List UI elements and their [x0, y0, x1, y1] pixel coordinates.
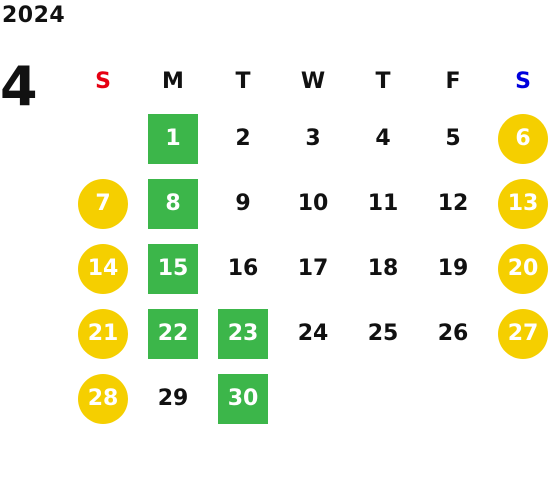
day-number: 16 — [227, 256, 259, 281]
weekend-circle-marker: 7 — [78, 178, 128, 229]
month-number: 4 — [0, 55, 38, 118]
weekday-header-normal: W — [300, 68, 326, 94]
day-cell: 17 — [278, 236, 348, 301]
day-number: 9 — [235, 191, 251, 216]
day-number: 24 — [297, 321, 329, 346]
day-cell: 14 — [68, 236, 138, 301]
day-cell: 25 — [348, 301, 418, 366]
day-cell: 11 — [348, 171, 418, 236]
day-cell: 5 — [418, 106, 488, 171]
green-square-marker: 1 — [148, 113, 198, 164]
day-cell: 24 — [278, 301, 348, 366]
day-cell: 7 — [68, 171, 138, 236]
day-cell: 4 — [348, 106, 418, 171]
day-cell: 12 — [418, 171, 488, 236]
weekday-header-sunday: S — [95, 68, 111, 94]
weekend-circle-marker: 28 — [78, 373, 128, 424]
day-cell: 18 — [348, 236, 418, 301]
day-cell: 27 — [488, 301, 548, 366]
day-cell: 13 — [488, 171, 548, 236]
day-cell: 16 — [208, 236, 278, 301]
day-cell: 3 — [278, 106, 348, 171]
day-number: 25 — [367, 321, 399, 346]
day-number: 2 — [235, 126, 251, 151]
weekend-circle-marker: 21 — [78, 308, 128, 359]
day-cell: 8 — [138, 171, 208, 236]
day-cell: 9 — [208, 171, 278, 236]
weekday-header-saturday: S — [515, 68, 531, 94]
empty-day-cell — [418, 366, 488, 431]
green-square-marker: 30 — [218, 373, 268, 424]
empty-day-cell — [488, 366, 548, 431]
day-cell: 19 — [418, 236, 488, 301]
day-number: 4 — [375, 126, 391, 151]
day-number: 19 — [437, 256, 469, 281]
empty-day-cell — [348, 366, 418, 431]
green-square-marker: 8 — [148, 178, 198, 229]
weekend-circle-marker: 14 — [78, 243, 128, 294]
day-number: 3 — [305, 126, 321, 151]
weekday-header-normal: T — [375, 68, 391, 94]
green-square-marker: 22 — [148, 308, 198, 359]
day-number: 18 — [367, 256, 399, 281]
day-number: 26 — [437, 321, 469, 346]
weekday-header-normal: T — [235, 68, 251, 94]
day-cell: 1 — [138, 106, 208, 171]
day-number: 11 — [367, 191, 399, 216]
day-cell: 23 — [208, 301, 278, 366]
day-number: 29 — [157, 386, 189, 411]
day-cell: 26 — [418, 301, 488, 366]
day-cell: 30 — [208, 366, 278, 431]
day-cell: 21 — [68, 301, 138, 366]
empty-day-cell — [278, 366, 348, 431]
year-label: 2024 — [2, 3, 66, 28]
day-cell: 2 — [208, 106, 278, 171]
weekend-circle-marker: 20 — [498, 243, 548, 294]
day-number: 12 — [437, 191, 469, 216]
weekday-header-normal: M — [162, 68, 184, 94]
day-cell: 10 — [278, 171, 348, 236]
day-number: 5 — [445, 126, 461, 151]
weekend-circle-marker: 6 — [498, 113, 548, 164]
weekend-circle-marker: 27 — [498, 308, 548, 359]
day-cell: 28 — [68, 366, 138, 431]
day-cell: 15 — [138, 236, 208, 301]
green-square-marker: 15 — [148, 243, 198, 294]
day-number: 10 — [297, 191, 329, 216]
empty-day-cell — [68, 106, 138, 171]
day-cell: 29 — [138, 366, 208, 431]
green-square-marker: 23 — [218, 308, 268, 359]
day-cell: 6 — [488, 106, 548, 171]
day-cell: 22 — [138, 301, 208, 366]
day-cell: 20 — [488, 236, 548, 301]
day-number: 17 — [297, 256, 329, 281]
weekday-header-normal: F — [445, 68, 461, 94]
weekend-circle-marker: 13 — [498, 178, 548, 229]
